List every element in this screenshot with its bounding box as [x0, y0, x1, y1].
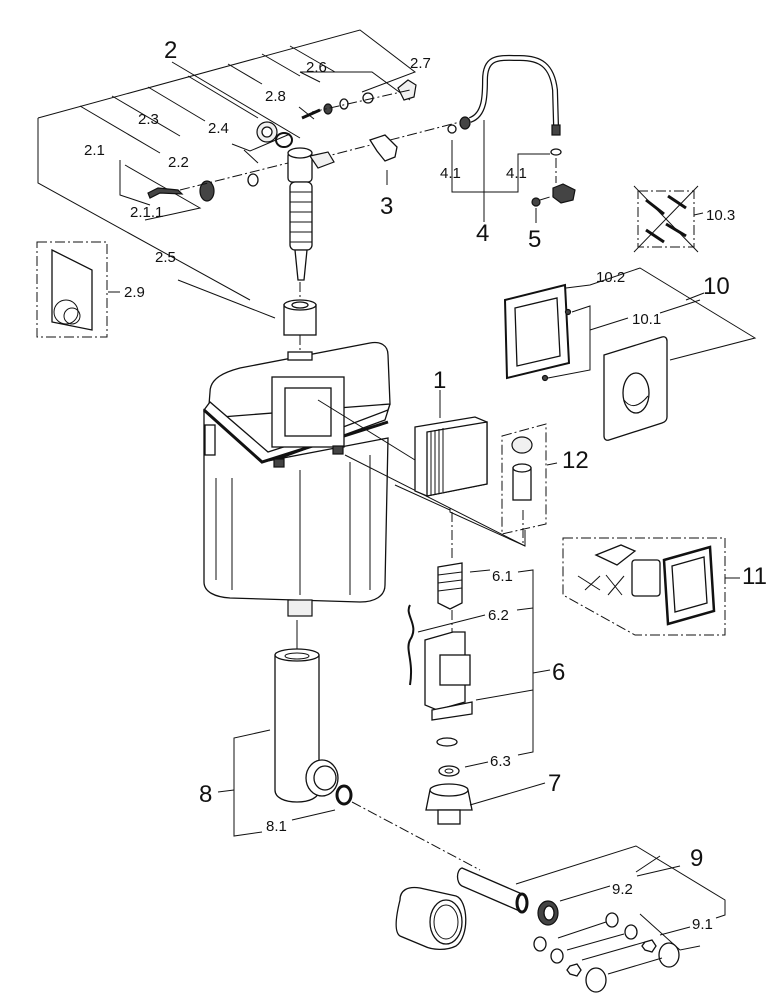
part-2-7-float-cap — [397, 79, 417, 101]
callout-12: 12 — [562, 447, 589, 474]
callout-7: 7 — [548, 770, 561, 797]
cistern-tank — [202, 341, 391, 617]
callout-2-6: 2.6 — [306, 59, 327, 76]
part-10-3-screws-box — [633, 185, 704, 253]
part-7-valve-seat — [425, 782, 546, 825]
part-2-4-filter-cap — [256, 121, 293, 148]
callout-10: 10 — [703, 273, 730, 300]
callout-9: 9 — [690, 845, 703, 872]
part-9-pan-connector — [395, 867, 680, 993]
part-10-2-mounting-frame — [503, 283, 572, 382]
callout-10-1: 10.1 — [632, 311, 661, 328]
callout-2-1-1: 2.1.1 — [130, 204, 163, 221]
callout-3: 3 — [380, 193, 393, 220]
callout-2-5: 2.5 — [155, 249, 176, 266]
part-3-clip — [369, 134, 398, 162]
callout-9-1: 9.1 — [692, 916, 713, 933]
callout-8-1: 8.1 — [266, 818, 287, 835]
part-2-1-lever — [147, 187, 184, 199]
callout-6-2: 6.2 — [488, 607, 509, 624]
part-6-flush-valve — [407, 562, 473, 777]
part-2-2-nut — [199, 180, 215, 202]
callout-10-3: 10.3 — [706, 207, 735, 224]
part-1-actuator-box — [414, 390, 488, 497]
callout-1: 1 — [433, 367, 446, 394]
callout-2: 2 — [164, 37, 177, 64]
part-5-angle-valve — [531, 183, 576, 223]
callout-2-2: 2.2 — [168, 154, 189, 171]
callout-6: 6 — [552, 659, 565, 686]
part-10-flush-plate — [603, 336, 668, 441]
part-4-hose — [447, 54, 562, 156]
callout-8: 8 — [199, 781, 212, 808]
part-8-flush-pipe — [274, 620, 481, 871]
callout-6-1: 6.1 — [492, 568, 513, 585]
callout-9-2: 9.2 — [612, 881, 633, 898]
callout-2-7: 2.7 — [410, 55, 431, 72]
part-4-bracket-lines — [451, 120, 557, 222]
callout-2-8: 2.8 — [265, 88, 286, 105]
callout-4-1-right: 4.1 — [506, 165, 527, 182]
part-10-bracket-lines — [547, 267, 757, 379]
callout-6-3: 6.3 — [490, 753, 511, 770]
callout-labels: 2 2.1 2.1.1 2.2 2.3 2.4 2.5 2.6 2.7 2.8 … — [84, 37, 767, 933]
part-6-bracket-lines — [417, 569, 551, 768]
callout-2-9: 2.9 — [124, 284, 145, 301]
callout-4: 4 — [476, 220, 489, 247]
spacer-sleeve — [283, 282, 317, 355]
part-9-bracket-lines — [515, 845, 726, 975]
callout-10-2: 10.2 — [596, 269, 625, 286]
callout-2-3: 2.3 — [138, 111, 159, 128]
callout-5: 5 — [528, 226, 541, 253]
callout-4-1-left: 4.1 — [440, 165, 461, 182]
part-11-installation-kit-box — [562, 537, 740, 636]
callout-2-1: 2.1 — [84, 142, 105, 159]
part-8-bracket-lines — [217, 729, 336, 837]
part-2-8-pin — [298, 106, 321, 120]
callout-2-4: 2.4 — [208, 120, 229, 137]
part-12-adapter-box — [501, 423, 558, 535]
part-2-3-seal — [247, 173, 259, 187]
assembly-2-bracket-lines — [37, 29, 417, 301]
part-2-9-seal-kit-box — [36, 241, 120, 338]
callout-11: 11 — [742, 563, 767, 590]
part-2-fill-valve — [287, 147, 335, 281]
